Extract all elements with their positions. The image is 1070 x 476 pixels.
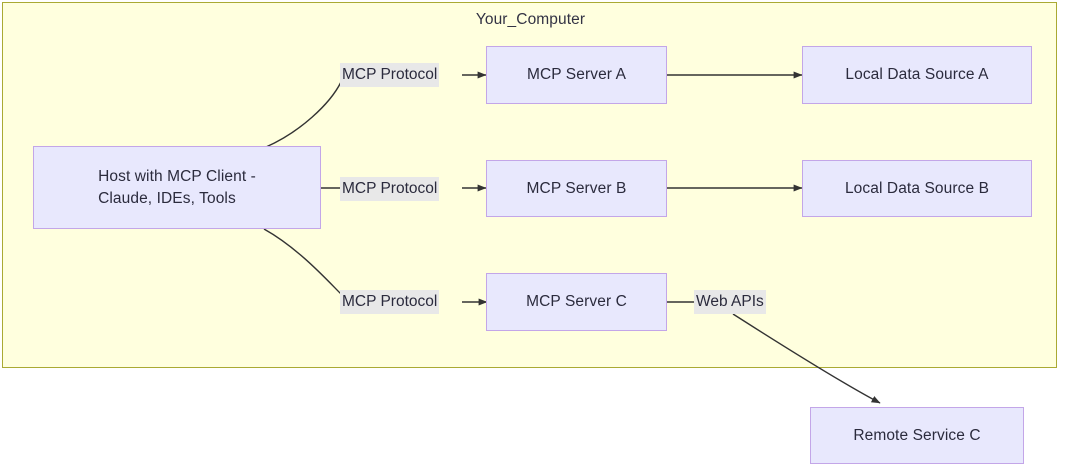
node-mcp-server-c[interactable]: MCP Server C <box>486 273 667 331</box>
node-local-data-source-b-label: Local Data Source B <box>844 179 990 197</box>
edge-label-mcp-protocol-a: MCP Protocol <box>340 63 440 87</box>
edge-label-mcp-protocol-b: MCP Protocol <box>340 177 440 201</box>
node-local-data-source-a[interactable]: Local Data Source A <box>802 46 1032 104</box>
node-mcp-server-c-label: MCP Server C <box>526 293 627 310</box>
node-host-label: Host with MCP Client - Claude, IDEs, Too… <box>98 167 256 207</box>
subgraph-title: Your_Computer <box>475 11 586 28</box>
node-remote-service-c-label: Remote Service C <box>853 426 981 444</box>
node-local-data-source-a-label: Local Data Source A <box>845 66 989 83</box>
edge-host-to-server-a <box>265 81 342 148</box>
node-mcp-server-b[interactable]: MCP Server B <box>486 160 667 217</box>
node-mcp-server-a[interactable]: MCP Server A <box>486 46 667 104</box>
node-mcp-server-a-label: MCP Server A <box>526 66 627 83</box>
edge-host-to-server-c <box>263 228 342 295</box>
edge-label-mcp-protocol-c: MCP Protocol <box>340 290 440 314</box>
node-mcp-server-b-label: MCP Server B <box>526 179 627 197</box>
edge-label-web-apis: Web APIs <box>694 290 766 314</box>
node-host-with-mcp-client[interactable]: Host with MCP Client - Claude, IDEs, Too… <box>33 146 321 229</box>
node-local-data-source-b[interactable]: Local Data Source B <box>802 160 1032 217</box>
edge-webapis-to-remote-c <box>732 313 881 404</box>
node-remote-service-c[interactable]: Remote Service C <box>810 407 1024 464</box>
